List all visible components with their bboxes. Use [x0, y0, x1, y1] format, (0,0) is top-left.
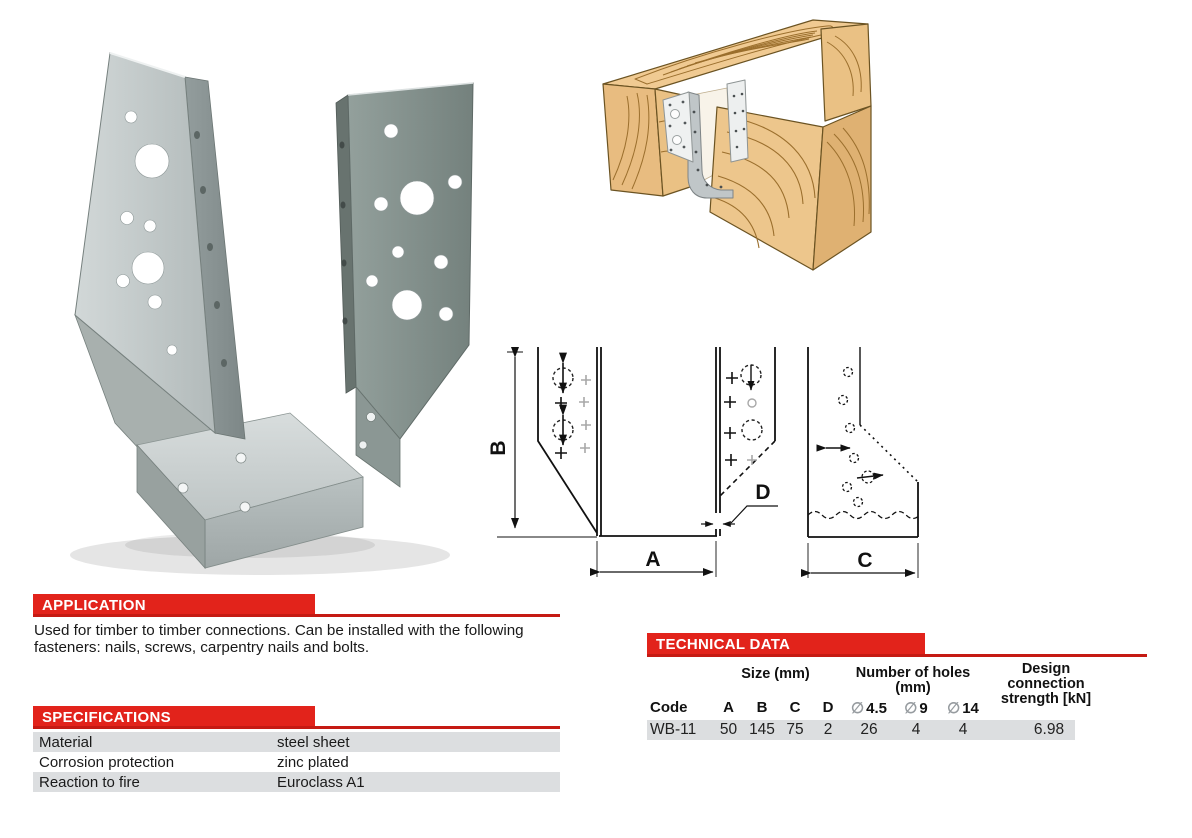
cell-holes-4-5: 26 [860, 721, 878, 738]
dim-label-a: A [645, 548, 660, 571]
specifications-heading: SPECIFICATIONS [42, 709, 171, 726]
col-a: A [723, 699, 734, 716]
specifications-table: Material steel sheet Corrosion protectio… [33, 732, 560, 792]
photo-right-flange-nail-holes [339, 141, 348, 325]
header-beam-end [602, 83, 664, 197]
header-beam-front-right [820, 23, 872, 122]
dimension-b [497, 346, 597, 538]
size-group-header: Size (mm) [741, 666, 810, 682]
design-line1: Design [1021, 661, 1071, 677]
holes-group-line1: Number of holes [855, 665, 971, 681]
photo-right-flange [335, 82, 474, 488]
holes-group-header: Number of holes (mm) [842, 666, 984, 696]
specifications-banner-red [33, 706, 315, 729]
technical-data-section: TECHNICAL DATA Size (mm) Number of holes… [647, 633, 1147, 740]
design-line2: connection [1007, 676, 1085, 692]
dimension-d [701, 505, 778, 527]
spec-value: zinc plated [277, 753, 349, 771]
hole-symbols-right [724, 364, 763, 466]
col-dia-4-5: ∅4.5 [851, 700, 887, 717]
photo-channel-holes [177, 452, 251, 513]
dim-label-b: B [487, 440, 510, 455]
product-photo [70, 52, 474, 575]
cell-b: 145 [749, 721, 775, 738]
cell-holes-14: 4 [958, 721, 968, 738]
application-banner-underline [33, 614, 560, 617]
application-banner-red [33, 594, 315, 617]
dimension-c [800, 543, 919, 578]
specifications-banner: SPECIFICATIONS [33, 706, 560, 729]
technical-data-banner: TECHNICAL DATA [647, 633, 1147, 657]
cell-a: 50 [719, 721, 738, 738]
hole-symbols-left [552, 352, 591, 459]
cell-strength: 6.98 [1033, 721, 1065, 738]
dimension-a [589, 541, 717, 577]
design-line3: strength [kN] [1000, 691, 1092, 707]
photo-shadow [70, 535, 450, 575]
installation-illustration [602, 19, 872, 271]
spec-label: Reaction to fire [39, 773, 140, 791]
specifications-banner-underline [33, 726, 560, 729]
technical-data-heading: TECHNICAL DATA [656, 636, 791, 653]
spec-value: Euroclass A1 [277, 773, 365, 791]
cell-d: 2 [823, 721, 833, 738]
col-c: C [789, 699, 801, 716]
application-banner: APPLICATION [33, 594, 560, 617]
technical-data-banner-underline [647, 654, 1147, 657]
application-heading: APPLICATION [42, 597, 146, 614]
holes-group-line2: (mm) [895, 680, 931, 696]
photo-left-flange-nail-holes [194, 131, 227, 367]
spec-row-fire: Reaction to fire Euroclass A1 [33, 772, 560, 792]
cell-code: WB-11 [650, 721, 697, 738]
spec-row-corrosion: Corrosion protection zinc plated [33, 752, 560, 772]
col-b: B [756, 699, 768, 716]
front-view-left-plate [537, 347, 717, 537]
application-body: Used for timber to timber connections. C… [34, 622, 524, 656]
col-d: D [822, 699, 834, 716]
diameter-icon: ∅ [904, 700, 918, 717]
side-view [807, 347, 921, 538]
design-strength-header: Design connection strength [kN] [984, 662, 1108, 707]
technical-data-row-wb11: WB-11 50 145 75 2 26 4 4 6.98 [647, 720, 1075, 740]
dim-label-d: D [755, 481, 770, 504]
diameter-icon: ∅ [851, 700, 865, 717]
photo-left-flange [74, 52, 246, 440]
technical-data-banner-red [647, 633, 925, 657]
spec-value: steel sheet [277, 733, 350, 751]
application-section: APPLICATION Used for timber to timber co… [33, 594, 560, 656]
specifications-section: SPECIFICATIONS Material steel sheet Corr… [33, 706, 560, 792]
diameter-icon: ∅ [947, 700, 961, 717]
col-code: Code [650, 699, 688, 716]
dimension-drawing: B [487, 346, 921, 578]
dim-label-c: C [857, 549, 872, 572]
spec-row-material: Material steel sheet [33, 732, 560, 752]
front-view-right-plate [715, 347, 776, 536]
cell-c: 75 [786, 721, 804, 738]
illustration-hanger [662, 79, 749, 199]
column-header-row: Code A B C D ∅4.5 ∅9 ∅14 [647, 699, 987, 717]
spec-label: Corrosion protection [39, 753, 175, 771]
col-dia-9: ∅9 [904, 700, 928, 717]
spec-label: Material [39, 733, 93, 751]
photo-u-channel [74, 313, 364, 570]
joist-front [709, 106, 824, 271]
technical-data-header: Size (mm) Number of holes (mm) Design co… [647, 662, 1147, 718]
cell-holes-9: 4 [911, 721, 921, 738]
col-dia-14: ∅14 [947, 700, 979, 717]
